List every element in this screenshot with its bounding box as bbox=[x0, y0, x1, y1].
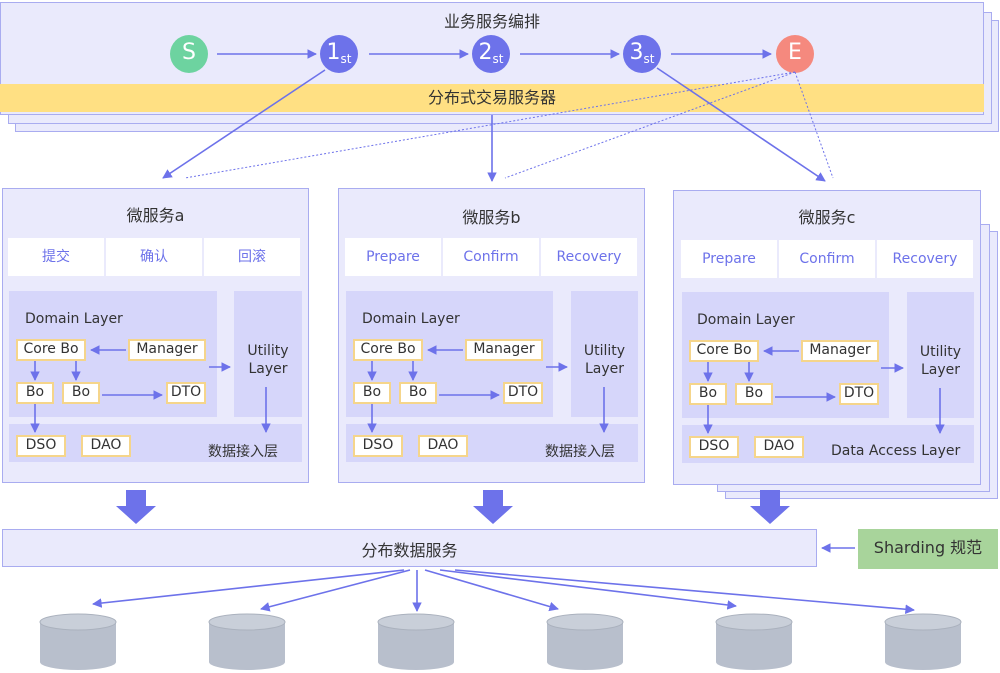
database-5 bbox=[715, 613, 793, 670]
step-2-node[interactable]: 2st bbox=[472, 35, 510, 73]
service-a-bo-2[interactable]: Bo bbox=[62, 382, 100, 404]
step-1-node[interactable]: 1st bbox=[320, 35, 358, 73]
database-4 bbox=[546, 613, 624, 670]
service-c-tabs: Prepare Confirm Recovery bbox=[681, 240, 973, 278]
service-c-utility-layer: Utility Layer bbox=[907, 292, 974, 418]
end-node[interactable]: E bbox=[776, 35, 814, 73]
service-a-utility-layer: Utility Layer bbox=[234, 291, 302, 417]
service-b-core-bo[interactable]: Core Bo bbox=[353, 339, 423, 361]
service-b-tab-recovery[interactable]: Recovery bbox=[539, 238, 637, 276]
data-service-label: 分布数据服务 bbox=[361, 541, 458, 560]
database-1 bbox=[39, 613, 117, 670]
service-c-tab-confirm[interactable]: Confirm bbox=[777, 240, 875, 278]
service-c-manager[interactable]: Manager bbox=[801, 340, 879, 362]
data-service-bar bbox=[2, 529, 817, 567]
database-3 bbox=[377, 613, 455, 670]
service-b-bo-2[interactable]: Bo bbox=[399, 382, 437, 404]
service-b-dto[interactable]: DTO bbox=[503, 382, 543, 404]
service-c-core-bo[interactable]: Core Bo bbox=[689, 340, 759, 362]
fanout-db-2 bbox=[260, 569, 411, 612]
service-b-title: 微服务b bbox=[462, 208, 521, 227]
fanout-db-5 bbox=[439, 569, 737, 610]
service-b-tab-confirm[interactable]: Confirm bbox=[441, 238, 539, 276]
big-arrow-service-b bbox=[473, 490, 513, 524]
service-a-tab-submit[interactable]: 提交 bbox=[42, 249, 70, 265]
service-b-utility-layer: Utility Layer bbox=[571, 291, 638, 417]
service-a-domain-label: Domain Layer bbox=[25, 311, 123, 327]
service-b-dao[interactable]: DAO bbox=[418, 435, 468, 457]
service-a-tab-rollback[interactable]: 回滚 bbox=[202, 238, 300, 276]
service-a-dso[interactable]: DSO bbox=[16, 435, 66, 457]
service-a-tab-confirm[interactable]: 确认 bbox=[104, 238, 202, 276]
transaction-server-bar: 分布式交易服务器 bbox=[0, 84, 984, 112]
service-b-bo-1[interactable]: Bo bbox=[353, 382, 391, 404]
service-b-tabs: Prepare Confirm Recovery bbox=[345, 238, 637, 276]
fanout-db-6 bbox=[454, 569, 915, 615]
service-b-tab-prepare[interactable]: Prepare bbox=[366, 249, 420, 265]
service-a-dto[interactable]: DTO bbox=[166, 382, 206, 404]
database-2 bbox=[208, 613, 286, 670]
step-3-node[interactable]: 3st bbox=[623, 35, 661, 73]
service-c-tab-prepare[interactable]: Prepare bbox=[702, 251, 756, 267]
service-c-domain-label: Domain Layer bbox=[697, 312, 795, 328]
start-node[interactable]: S bbox=[170, 35, 208, 73]
sharding-spec-box: Sharding 规范 bbox=[858, 529, 998, 569]
service-b-domain-label: Domain Layer bbox=[362, 311, 460, 327]
database-6 bbox=[884, 613, 962, 670]
service-c-dso[interactable]: DSO bbox=[689, 436, 739, 458]
orchestration-title: 业务服务编排 bbox=[443, 12, 540, 31]
service-a-core-bo[interactable]: Core Bo bbox=[16, 339, 86, 361]
service-a-manager[interactable]: Manager bbox=[128, 339, 206, 361]
fanout-db-1 bbox=[92, 569, 405, 608]
database-group bbox=[39, 613, 962, 670]
service-a-title: 微服务a bbox=[126, 206, 185, 225]
service-a-tabs: 提交 确认 回滚 bbox=[8, 238, 300, 276]
big-arrow-service-a bbox=[116, 490, 156, 524]
service-b-dso[interactable]: DSO bbox=[353, 435, 403, 457]
service-a-bo-1[interactable]: Bo bbox=[16, 382, 54, 404]
service-c-access-label: Data Access Layer bbox=[831, 443, 961, 459]
service-c-title: 微服务c bbox=[798, 208, 856, 227]
service-a-access-label: 数据接入层 bbox=[208, 444, 278, 460]
service-b-access-label: 数据接入层 bbox=[545, 444, 615, 460]
service-a-dao[interactable]: DAO bbox=[81, 435, 131, 457]
service-c-dao[interactable]: DAO bbox=[754, 436, 804, 458]
service-c-dto[interactable]: DTO bbox=[839, 383, 879, 405]
service-c-bo-1[interactable]: Bo bbox=[689, 383, 727, 405]
service-c-tab-recovery[interactable]: Recovery bbox=[875, 240, 973, 278]
service-c-bo-2[interactable]: Bo bbox=[735, 383, 773, 405]
service-b-manager[interactable]: Manager bbox=[465, 339, 543, 361]
fanout-db-4 bbox=[424, 569, 559, 612]
